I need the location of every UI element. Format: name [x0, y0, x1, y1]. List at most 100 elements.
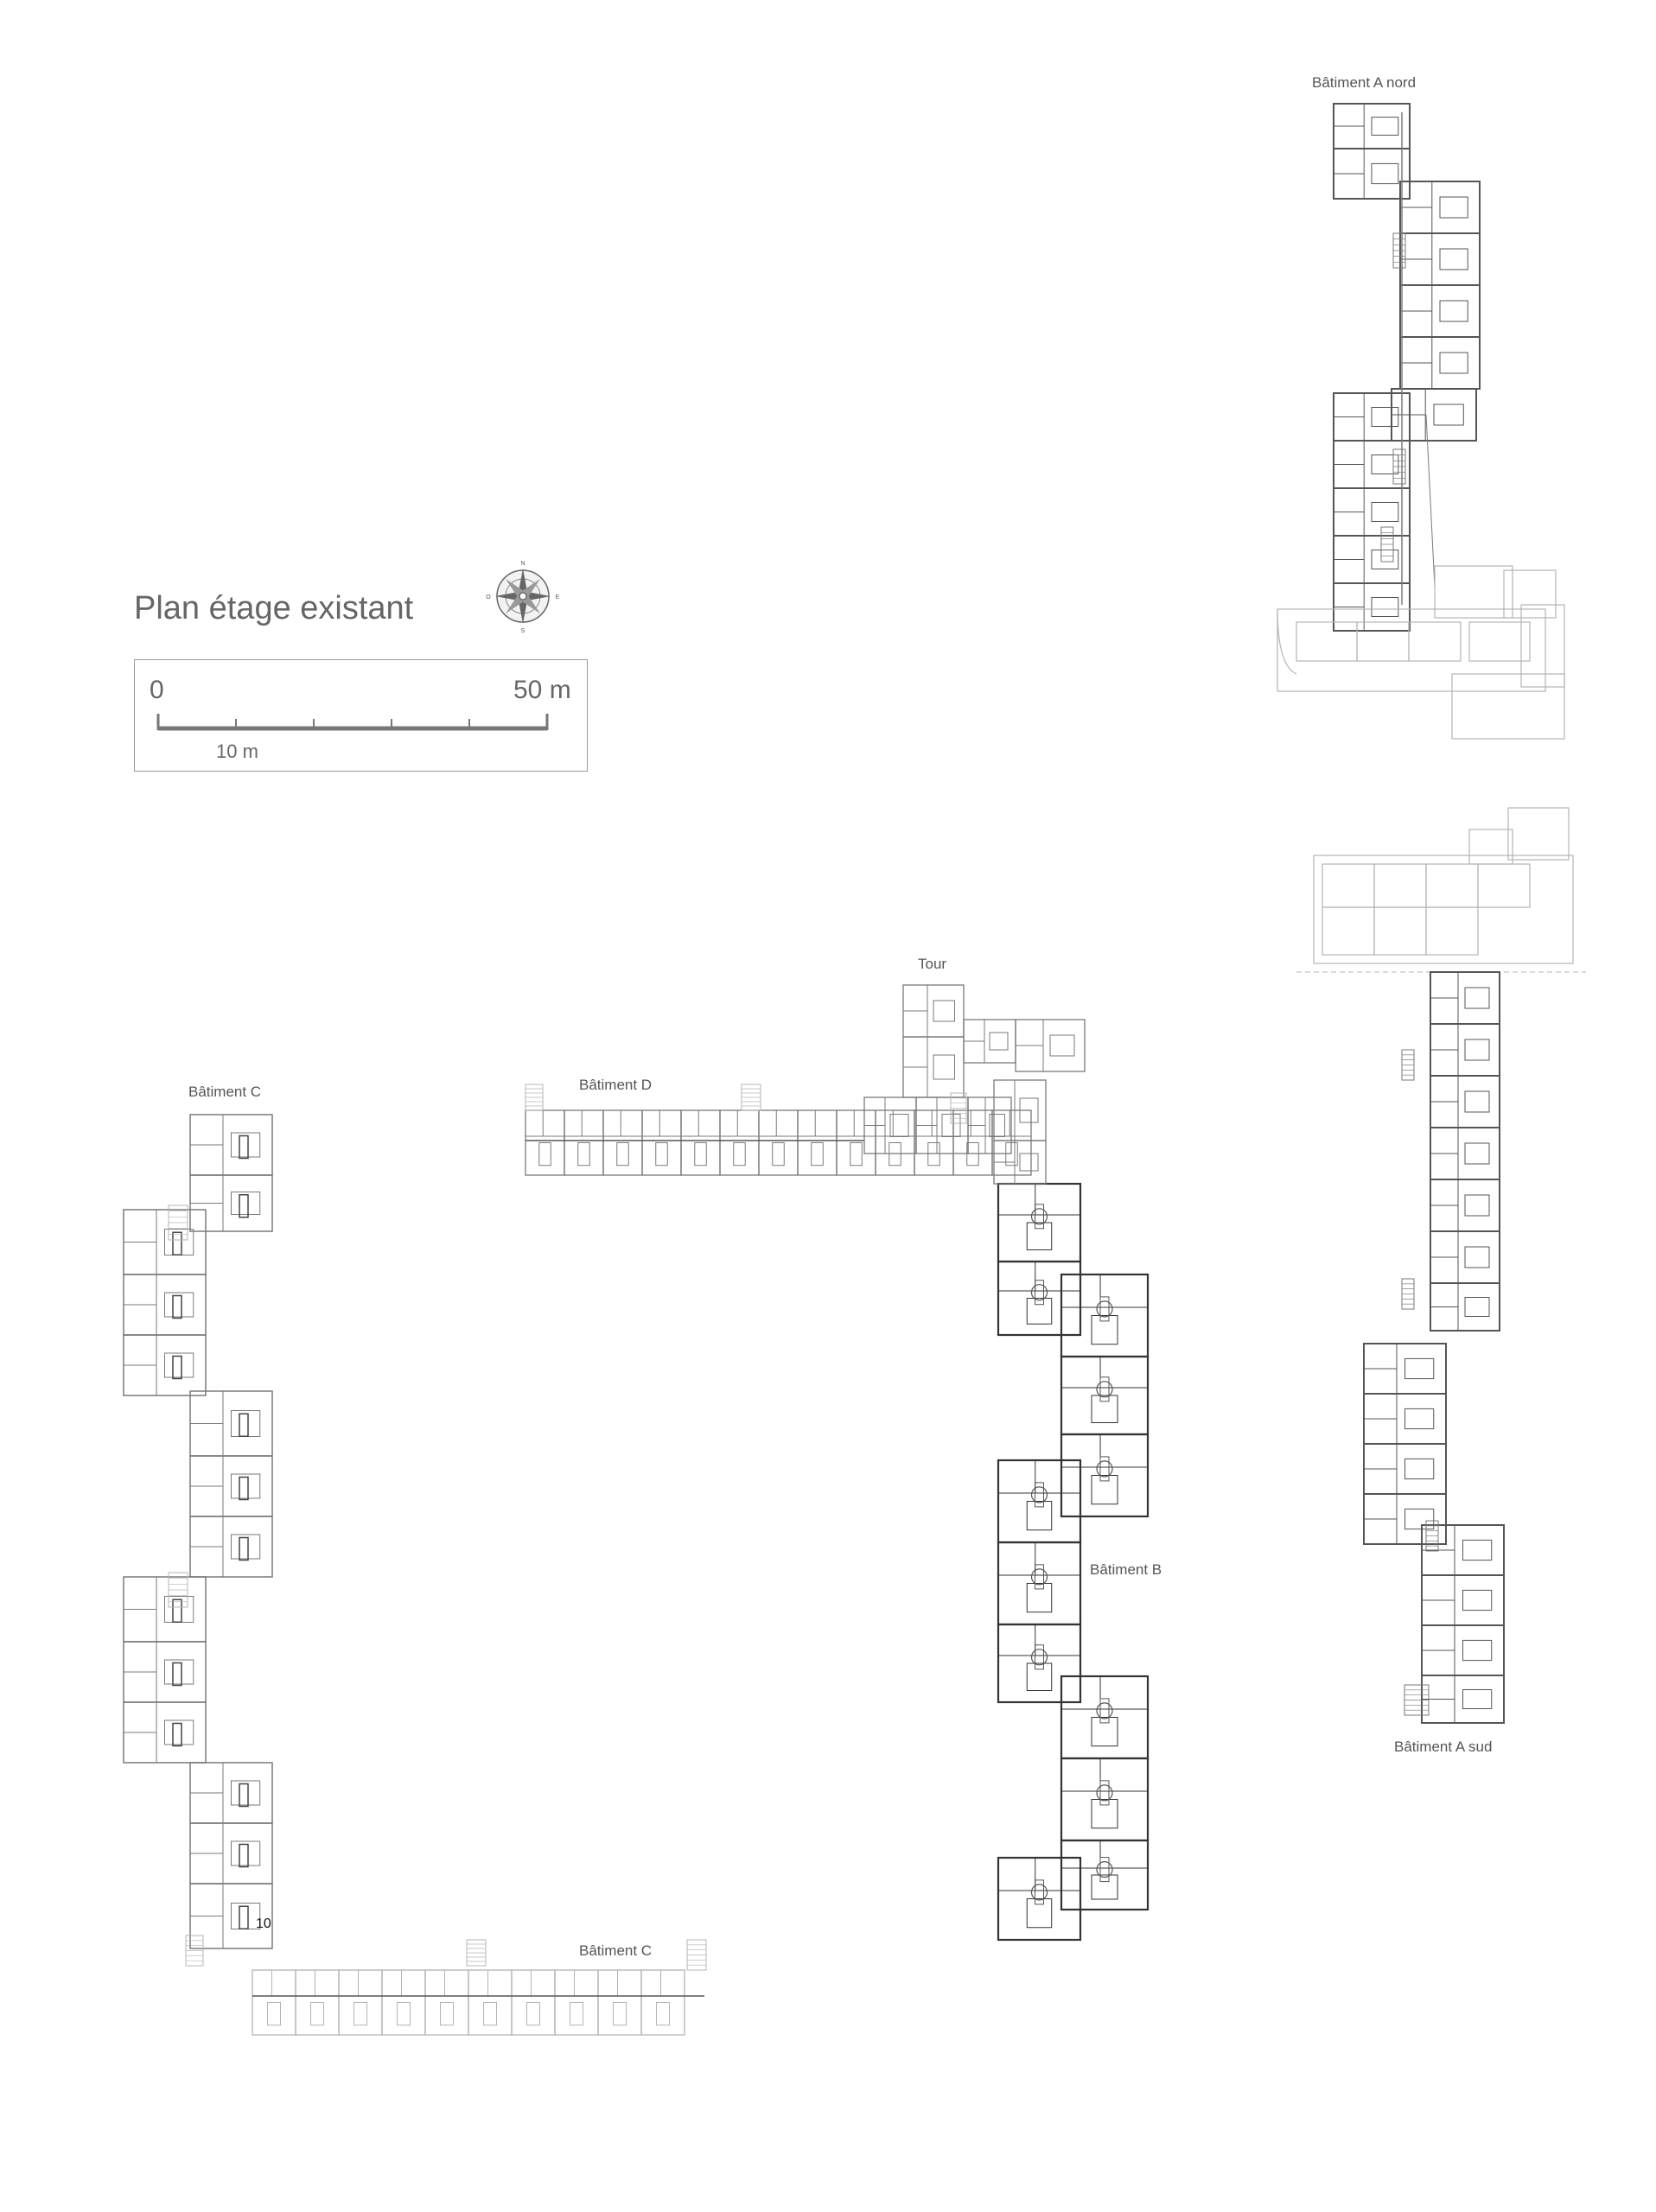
apartment-unit — [424, 1969, 469, 2036]
context-room — [1296, 621, 1358, 662]
apartment-unit — [123, 1641, 207, 1703]
stair — [1401, 1278, 1415, 1310]
context-room — [1277, 608, 1546, 692]
tower-room — [963, 1019, 1016, 1064]
compass-e: E — [556, 594, 560, 601]
apartment-unit — [564, 1109, 604, 1176]
apartment-unit — [836, 1109, 876, 1176]
stair-core — [1030, 1644, 1048, 1670]
label-tour: Tour — [918, 956, 947, 972]
context-room — [1322, 906, 1375, 956]
building-a-sud-plan — [1363, 971, 1505, 1724]
context-block-south — [1296, 807, 1586, 973]
apartment-unit — [1333, 535, 1411, 584]
context-room — [1313, 855, 1574, 964]
tower-room — [863, 1096, 917, 1154]
context-room — [1507, 807, 1570, 861]
apartment-unit — [1363, 1343, 1447, 1395]
stair — [686, 1939, 707, 1971]
stair — [1404, 1684, 1430, 1716]
apartment-unit — [1399, 284, 1481, 338]
context-room — [1503, 569, 1557, 619]
apartment-unit — [1421, 1524, 1505, 1576]
scale-bar — [156, 714, 549, 731]
tower-room — [967, 1096, 1012, 1154]
label-batiment-d: Bâtiment D — [579, 1077, 653, 1093]
apartment-unit — [189, 1516, 273, 1578]
context-room — [1520, 604, 1565, 688]
page-title: Plan étage existant — [134, 590, 414, 626]
building-a-nord-plan — [1333, 103, 1481, 632]
stair-core — [1096, 1857, 1113, 1883]
stair — [185, 1935, 204, 1967]
apartment-unit — [1421, 1574, 1505, 1626]
stair-core — [1030, 1482, 1048, 1508]
context-room — [1373, 906, 1427, 956]
apartment-unit — [997, 1541, 1082, 1626]
stair-core — [1096, 1376, 1113, 1402]
apartment-unit — [997, 1459, 1082, 1544]
building-b-plan — [997, 1182, 1150, 1942]
stair-core — [1030, 1879, 1048, 1905]
context-room — [1425, 863, 1479, 908]
apartment-unit — [123, 1209, 207, 1275]
stair-core — [1096, 1296, 1113, 1322]
apartment-unit — [189, 1390, 273, 1457]
apartment-unit — [914, 1109, 954, 1176]
apartment-unit — [1363, 1493, 1447, 1545]
marker-number: 10 — [256, 1916, 271, 1931]
stair — [168, 1205, 188, 1241]
label-batiment-a-sud: Bâtiment A sud — [1394, 1738, 1493, 1755]
apartment-unit — [1430, 971, 1500, 1025]
apartment-unit — [295, 1969, 340, 2036]
context-room — [1434, 565, 1513, 619]
stair — [466, 1939, 487, 1967]
stair — [950, 1092, 967, 1124]
apartment-unit — [1060, 1757, 1150, 1842]
apartment-unit — [1060, 1355, 1150, 1436]
apartment-unit — [1391, 388, 1477, 442]
apartment-unit — [1430, 1127, 1500, 1180]
compass-n: N — [520, 561, 525, 567]
apartment-unit — [1430, 1179, 1500, 1232]
apartment-unit — [1430, 1282, 1500, 1332]
label-batiment-c-south: Bâtiment C — [579, 1942, 653, 1959]
stair — [168, 1572, 188, 1608]
apartment-unit — [1060, 1273, 1150, 1358]
apartment-unit — [641, 1109, 682, 1176]
apartment-unit — [1060, 1433, 1150, 1518]
apartment-unit — [1430, 1075, 1500, 1128]
apartment-unit — [797, 1109, 838, 1176]
tower-room — [993, 1079, 1047, 1141]
apartment-unit — [123, 1576, 207, 1643]
apartment-unit — [1399, 336, 1481, 390]
compass-rose-icon: N E S O — [486, 561, 559, 634]
context-block-north — [1277, 565, 1565, 740]
apartment-unit — [189, 1883, 273, 1949]
stair — [741, 1084, 761, 1111]
apartment-unit — [1333, 582, 1411, 632]
label-batiment-a-nord: Bâtiment A nord — [1312, 74, 1417, 91]
context-room — [1468, 621, 1531, 662]
apartment-unit — [680, 1109, 721, 1176]
building-c-plan — [123, 1114, 707, 2036]
apartment-unit — [189, 1114, 273, 1176]
apartment-unit — [1060, 1839, 1150, 1911]
compass-s: S — [521, 628, 525, 634]
apartment-unit — [381, 1969, 426, 2036]
label-batiment-c-west: Bâtiment C — [188, 1084, 262, 1100]
context-room — [1322, 863, 1375, 908]
apartment-unit — [758, 1109, 799, 1176]
apartment-unit — [1363, 1393, 1447, 1445]
context-room — [1468, 829, 1513, 865]
stair — [1401, 1049, 1415, 1081]
compass-w: O — [486, 594, 491, 601]
apartment-unit — [123, 1334, 207, 1396]
scale-box — [134, 659, 588, 772]
context-room — [1477, 863, 1531, 908]
apartment-unit — [189, 1822, 273, 1885]
apartment-unit — [1430, 1230, 1500, 1284]
apartment-unit — [1421, 1675, 1505, 1724]
apartment-unit — [1399, 181, 1481, 234]
